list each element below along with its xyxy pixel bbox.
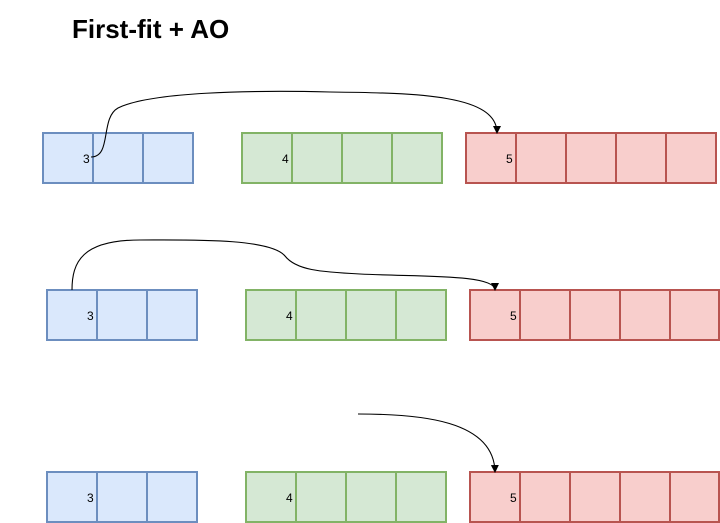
block-label: 4 <box>282 152 289 166</box>
block-cell <box>569 289 621 341</box>
block-cell <box>669 289 720 341</box>
block-green-row-1: 4 <box>241 132 443 184</box>
diagram-title: First-fit + AO <box>72 14 230 44</box>
block-cell <box>146 289 198 341</box>
block-cell <box>96 471 148 523</box>
row-3: 3 4 5 <box>46 413 720 523</box>
block-red-row-1: 5 <box>465 132 717 184</box>
block-cell <box>295 289 347 341</box>
block-label: 5 <box>506 152 513 166</box>
block-cell <box>345 471 397 523</box>
block-label: 4 <box>286 309 293 323</box>
block-cell <box>519 289 571 341</box>
block-label: 3 <box>83 152 90 166</box>
block-cell <box>295 471 347 523</box>
block-cell <box>345 289 397 341</box>
block-cell <box>569 471 621 523</box>
block-cell <box>465 132 517 184</box>
block-blue-row-1: 3 <box>42 132 194 184</box>
block-label: 3 <box>87 491 94 505</box>
block-cell <box>146 471 198 523</box>
block-cell <box>46 289 98 341</box>
pointer-arrow-row-1 <box>90 90 501 158</box>
row-2: 3 4 5 <box>46 239 720 341</box>
block-red-row-3: 5 <box>469 471 720 523</box>
block-cell <box>665 132 717 184</box>
block-green-row-3: 4 <box>245 471 447 523</box>
block-cell <box>391 132 443 184</box>
row-1: 3 4 5 <box>42 90 717 184</box>
block-cell <box>669 471 720 523</box>
block-red-row-2: 5 <box>469 289 720 341</box>
pointer-arrow-row-2 <box>71 239 499 291</box>
block-cell <box>619 471 671 523</box>
block-cell <box>341 132 393 184</box>
block-blue-row-2: 3 <box>46 289 198 341</box>
block-label: 4 <box>286 491 293 505</box>
block-cell <box>241 132 293 184</box>
block-label: 3 <box>87 309 94 323</box>
block-blue-row-3: 3 <box>46 471 198 523</box>
block-cell <box>42 132 94 184</box>
block-cell <box>615 132 667 184</box>
block-label: 5 <box>510 309 517 323</box>
block-cell <box>395 289 447 341</box>
block-cell <box>395 471 447 523</box>
block-cell <box>519 471 571 523</box>
pointer-arrow-row-3 <box>357 413 499 473</box>
block-cell <box>92 132 144 184</box>
block-label: 5 <box>510 491 517 505</box>
block-cell <box>142 132 194 184</box>
block-cell <box>291 132 343 184</box>
block-cell <box>619 289 671 341</box>
block-cell <box>565 132 617 184</box>
block-cell <box>515 132 567 184</box>
block-green-row-2: 4 <box>245 289 447 341</box>
block-cell <box>96 289 148 341</box>
